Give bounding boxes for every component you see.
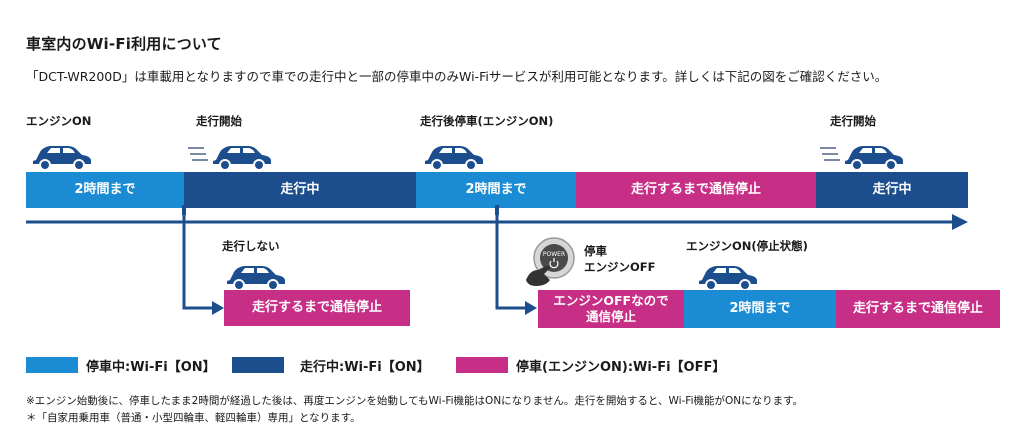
note-text: ※エンジン始動後に、停車したまま2時間が経過した後は、再度エンジンを始動してもW… (26, 395, 804, 407)
branch2-segment: 走行するまで通信停止 (836, 290, 1000, 328)
branch2-segment: エンジンOFFなので 通信停止 (538, 290, 684, 328)
legend-stopped-on: 停車中:Wi-Fi【ON】 (86, 360, 216, 375)
label-no-drive: 走行しない (222, 239, 280, 253)
label-engine-on: エンジンON (26, 114, 92, 128)
intro-text: 「DCT-WR200D」は車載用となりますので車での走行中と一部の停車中のみWi… (26, 69, 888, 84)
legend-swatch-driving-on (232, 357, 284, 373)
label-engine-on-stopped: エンジンON(停止状態) (686, 239, 808, 253)
car-icon (33, 146, 91, 171)
note-text: ＊「自家用乗用車（普通・小型四輪車、軽四輪車）専用」となります。 (26, 412, 361, 424)
legend-driving-on: 走行中:Wi-Fi【ON】 (300, 360, 430, 375)
page-title: 車室内のWi-Fi利用について (26, 35, 222, 53)
branch1-segment: 走行するまで通信停止 (224, 290, 410, 326)
label-stop-engine-off: 停車 エンジンOFF (584, 244, 656, 274)
car-icon (699, 266, 757, 291)
legend-swatch-stopped-on (26, 357, 78, 373)
power-label: POWER (543, 251, 565, 258)
label-start-driving-1: 走行開始 (196, 114, 242, 128)
car-moving-icon (820, 146, 903, 171)
car-icon (227, 266, 285, 291)
timeline-segment: 走行中 (816, 172, 968, 208)
timeline-segment: 走行中 (184, 172, 416, 208)
car-icon (425, 146, 483, 171)
timeline-segment: 走行するまで通信停止 (576, 172, 816, 208)
timeline-segment: 2時間まで (26, 172, 184, 208)
legend-wifi-off: 停車(エンジンON):Wi-Fi【OFF】 (516, 360, 726, 375)
power-button-icon: POWER (526, 237, 575, 286)
label-stop-after-driving: 走行後停車(エンジンON) (420, 114, 554, 128)
branch2-segment: 2時間まで (684, 290, 836, 328)
label-start-driving-2: 走行開始 (830, 114, 876, 128)
legend-swatch-wifi-off (456, 357, 508, 373)
timeline-segment: 2時間まで (416, 172, 576, 208)
car-moving-icon (188, 146, 271, 171)
